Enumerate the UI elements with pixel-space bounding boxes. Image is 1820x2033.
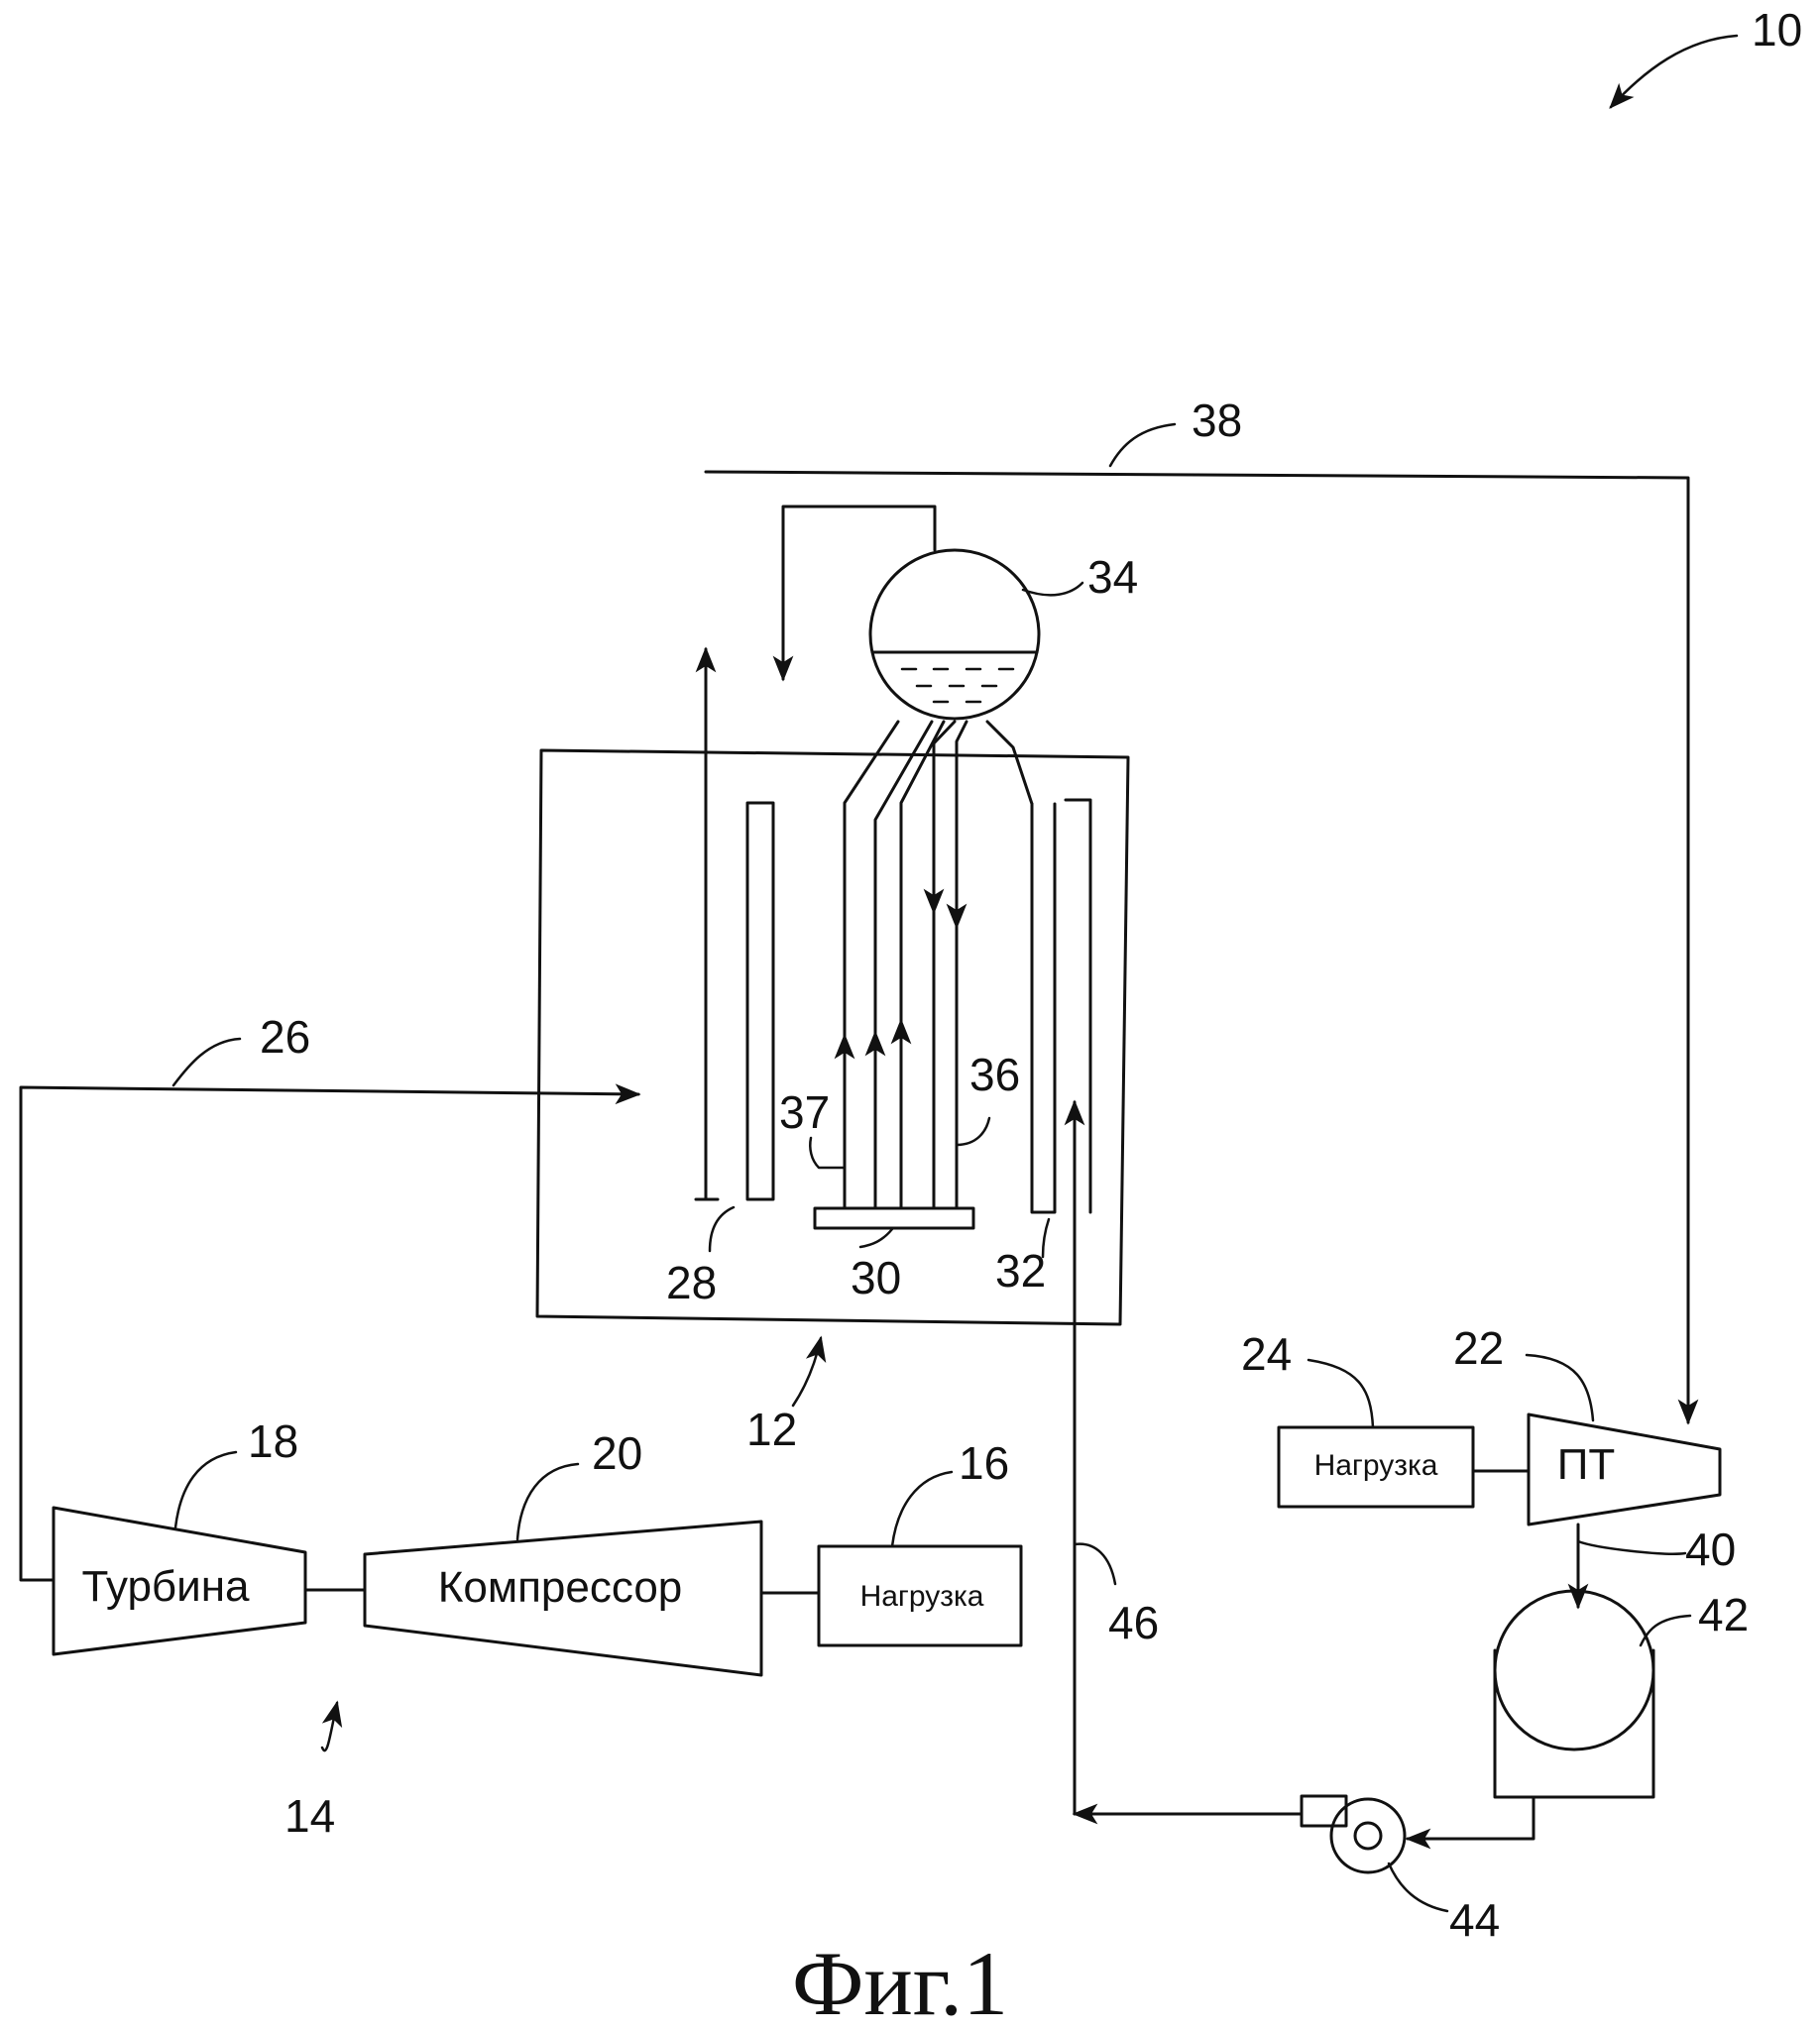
superheater-tube bbox=[694, 801, 775, 1201]
condenser bbox=[1493, 1589, 1655, 1799]
gas-turbine bbox=[52, 1506, 307, 1656]
ref-14: 14 bbox=[284, 1790, 335, 1842]
ref-42: 42 bbox=[1698, 1589, 1749, 1640]
steam-line-38 bbox=[704, 470, 1699, 1425]
load-16-box bbox=[817, 1544, 1023, 1647]
compressor-label: Компрессор bbox=[438, 1563, 683, 1612]
steam-turbine-label: ПТ bbox=[1557, 1440, 1616, 1489]
load-16-leader bbox=[890, 1470, 954, 1548]
ref-38: 38 bbox=[1192, 395, 1242, 446]
ref-40: 40 bbox=[1685, 1524, 1736, 1575]
exhaust-line-26-leader bbox=[171, 1037, 242, 1087]
steam-line-38-leader bbox=[1108, 422, 1177, 468]
evaporator-leader bbox=[858, 1227, 894, 1249]
drum-leader bbox=[1021, 581, 1084, 597]
ref-18: 18 bbox=[248, 1415, 298, 1467]
ref-34: 34 bbox=[1087, 551, 1138, 603]
ref-10: 10 bbox=[1752, 4, 1802, 56]
economizer-leader bbox=[1041, 1217, 1051, 1259]
ref-20: 20 bbox=[592, 1427, 642, 1479]
hrsg-leader-arrow bbox=[791, 1335, 827, 1408]
gas-turbine-leader bbox=[173, 1450, 238, 1529]
steam-drum bbox=[868, 548, 1041, 721]
hrsg-casing bbox=[535, 748, 1130, 1326]
load-24-label: Нагрузка bbox=[1314, 1449, 1438, 1482]
turbine-label: Турбина bbox=[82, 1562, 250, 1611]
compressor-leader bbox=[515, 1462, 580, 1541]
system-leader-arrow bbox=[1609, 34, 1739, 109]
line-46-leader bbox=[1073, 1542, 1117, 1586]
figure-caption: Фиг.1 bbox=[792, 1933, 1008, 2033]
economizer-tube bbox=[1030, 798, 1092, 1214]
ref-36: 36 bbox=[969, 1049, 1020, 1100]
ref-37: 37 bbox=[779, 1086, 830, 1138]
riser-leader-37 bbox=[809, 1136, 847, 1170]
ref-32: 32 bbox=[995, 1245, 1046, 1297]
ref-28: 28 bbox=[666, 1257, 717, 1308]
condenser-leader bbox=[1639, 1614, 1692, 1647]
ref-16: 16 bbox=[959, 1437, 1009, 1489]
ref-30: 30 bbox=[851, 1252, 901, 1303]
condenser-to-pump-line bbox=[1405, 1795, 1536, 1850]
exhaust-line-26 bbox=[19, 1083, 641, 1582]
steam-turbine-leader bbox=[1525, 1353, 1595, 1422]
ref-22: 22 bbox=[1453, 1322, 1504, 1374]
load-24-leader bbox=[1307, 1358, 1375, 1429]
load-16-label: Нагрузка bbox=[860, 1580, 984, 1613]
feed-pump bbox=[1300, 1794, 1407, 1874]
ref-46: 46 bbox=[1108, 1597, 1159, 1648]
ref-12: 12 bbox=[746, 1404, 797, 1455]
steam-turbine bbox=[1527, 1412, 1722, 1526]
superheater-leader bbox=[708, 1205, 736, 1253]
downcomer-leader-36 bbox=[955, 1116, 991, 1147]
gas-turbine-unit-leader-arrow bbox=[320, 1700, 343, 1752]
ref-24: 24 bbox=[1241, 1328, 1292, 1380]
load-24-box bbox=[1277, 1425, 1475, 1509]
drum-to-superheater-line bbox=[772, 505, 937, 682]
ref-26: 26 bbox=[260, 1011, 310, 1063]
evaporator bbox=[813, 720, 1034, 1230]
line-40-leader bbox=[1576, 1539, 1687, 1555]
pump-leader bbox=[1387, 1862, 1449, 1913]
ref-44: 44 bbox=[1449, 1894, 1500, 1946]
compressor bbox=[363, 1520, 763, 1677]
